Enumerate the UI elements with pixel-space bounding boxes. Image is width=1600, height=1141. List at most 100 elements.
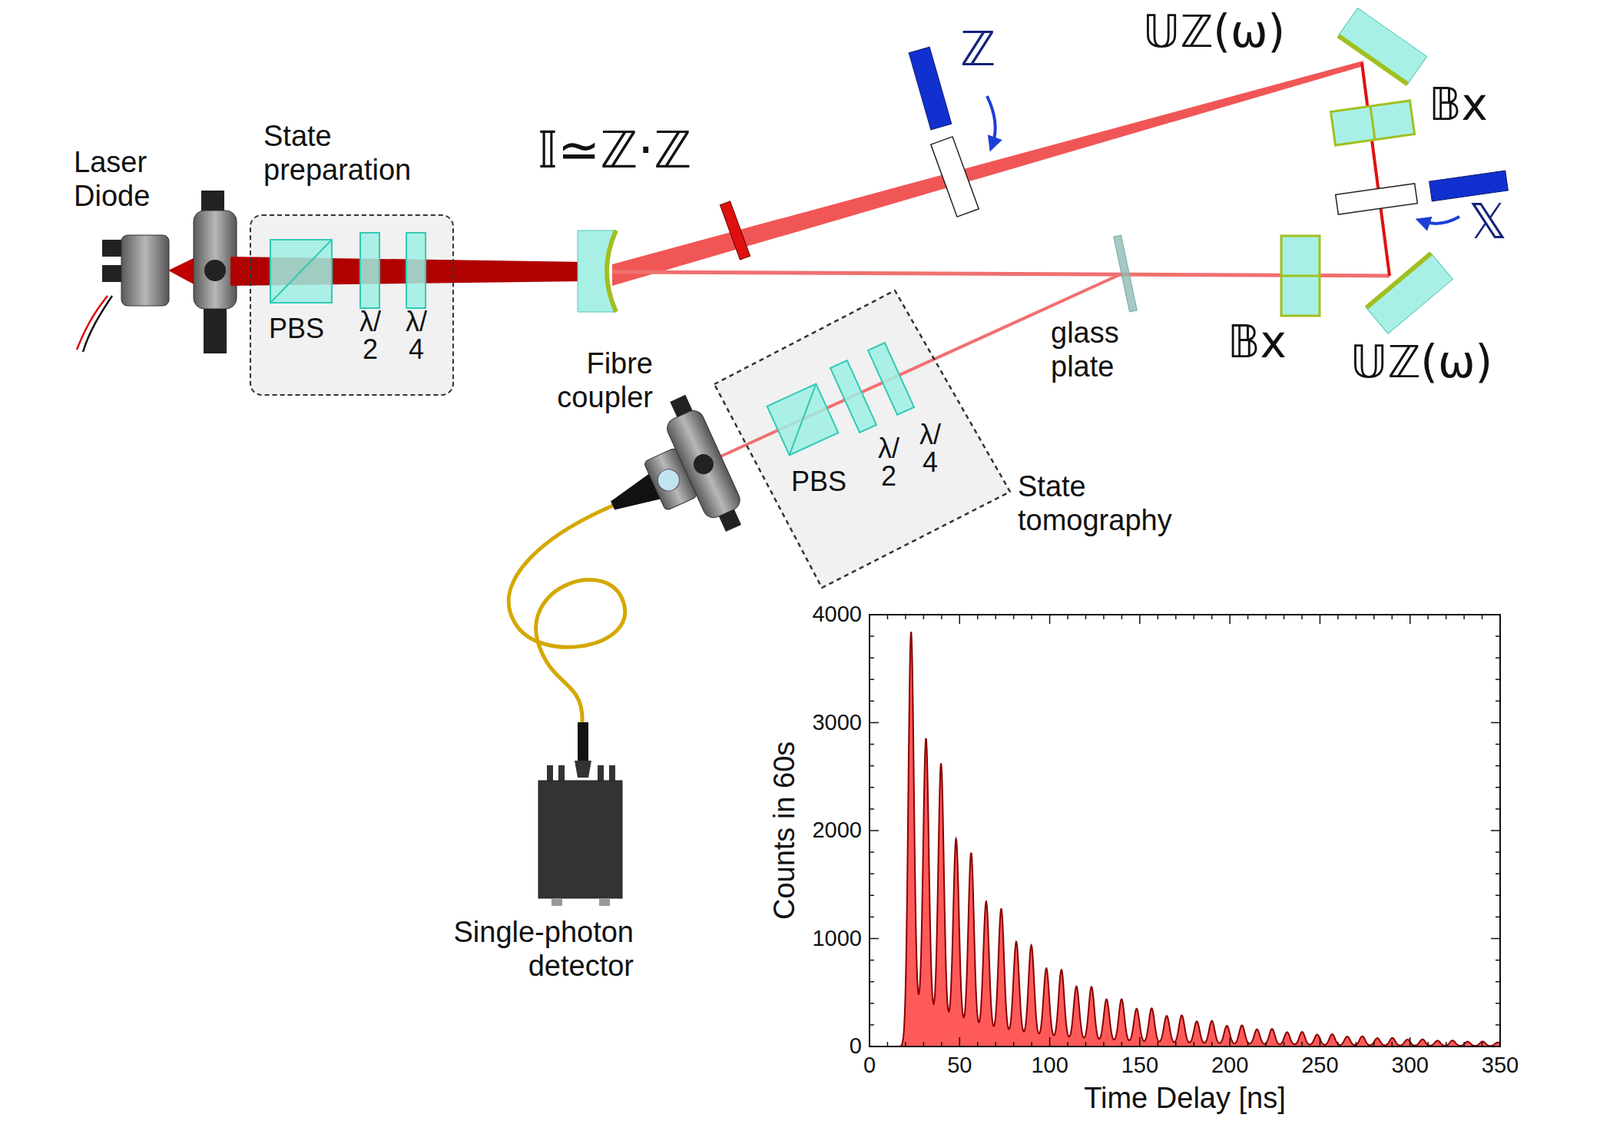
part-label: Laser Diode [73, 145, 197, 213]
mirror [1366, 253, 1454, 334]
pbs-label: PBS [791, 465, 847, 497]
glass-plate [1113, 235, 1138, 312]
drawing-part [1281, 274, 1320, 278]
part-label: Single-photon detector [395, 915, 634, 983]
drawing-part [869, 722, 879, 724]
drawing-part [663, 407, 744, 521]
waveplate [406, 232, 426, 309]
drawing-part [1490, 937, 1501, 940]
waveplate [867, 342, 915, 415]
pbs-label: PBS [268, 312, 325, 345]
drawing-part [1049, 614, 1051, 624]
mount [193, 210, 237, 309]
drawing-part [690, 450, 717, 478]
beam-lower [612, 271, 1390, 276]
y-axis-title: Counts in 60s [768, 741, 802, 920]
drawing-part [1228, 614, 1231, 624]
drawing-part [1338, 7, 1427, 84]
state-preparation-box: State preparationPBSλ/2λ/4 [249, 214, 454, 396]
beam-cone [168, 256, 197, 286]
count-curve [869, 631, 1501, 1047]
dashed-outline [714, 290, 1011, 588]
waveplate [830, 360, 877, 433]
x-tick-label: 150 [1121, 1052, 1159, 1078]
y-tick-label: 1000 [811, 925, 862, 951]
drawing-part [767, 384, 839, 456]
part-label: glass plate [1050, 316, 1151, 384]
y-tick-label: 2000 [811, 817, 862, 843]
insert-arrow [987, 96, 996, 145]
y-tick-label: 4000 [811, 601, 862, 627]
operator-label: 𝔹x [1227, 318, 1287, 368]
drawing-part [718, 509, 742, 532]
drawing-part [1409, 614, 1412, 624]
waveplate-label: λ/2 [355, 308, 385, 364]
x-tick-label: 350 [1481, 1052, 1519, 1078]
x-plate-slot [1335, 183, 1418, 215]
drawing-part [1490, 829, 1501, 832]
group-ground [249, 214, 454, 396]
z-plate [908, 46, 952, 130]
state-tomography-box: State tomographyPBSλ/2λ/4 [714, 290, 1011, 588]
drawing-part [1319, 1036, 1322, 1047]
drawing-part [1366, 253, 1432, 309]
z-plate-slot [930, 136, 979, 217]
x-tick-label: 200 [1211, 1052, 1249, 1078]
group-heading: State tomography [1017, 470, 1203, 537]
prep-optics [270, 232, 426, 309]
drawing-part [1490, 722, 1501, 724]
y-tick-label: 3000 [811, 709, 862, 736]
drawing-part [1409, 1036, 1412, 1047]
drawing-part [1049, 1036, 1051, 1047]
drawing-part [869, 937, 879, 940]
insert-arrow [1422, 216, 1460, 224]
drawing-part [1366, 253, 1454, 334]
laser-diode [76, 190, 237, 354]
operator-label: 𝕌ℤ(ω) [1350, 337, 1493, 388]
x-tick-label: 0 [863, 1052, 876, 1078]
drawing-part [597, 765, 604, 782]
histogram-chart [869, 614, 1501, 1047]
waveplate [360, 232, 380, 309]
x-tick-label: 50 [947, 1052, 972, 1078]
drawing-part [574, 760, 592, 778]
diode-can [121, 235, 169, 306]
part-label: Fibre coupler [519, 347, 653, 415]
drawing-part [1139, 614, 1141, 624]
x-axis-title: Time Delay [ns] [1083, 1081, 1286, 1116]
drawing-part [1228, 1036, 1231, 1047]
pbs-cube [270, 239, 332, 303]
drawing-part [869, 829, 879, 832]
drawing-part [609, 765, 616, 782]
mirror-coating [606, 230, 617, 312]
group-heading: State preparation [263, 119, 448, 187]
mount-hole [204, 259, 226, 282]
drawing-part [1139, 1036, 1141, 1047]
drawing-part [546, 765, 554, 782]
drawing-part [551, 897, 563, 906]
drawing-part [767, 384, 839, 456]
waveplate-label: λ/2 [874, 434, 904, 491]
operator-label: 𝔹x [1428, 80, 1488, 130]
plot-frame [869, 614, 1501, 1047]
drawing-part [959, 1036, 961, 1047]
curved-mirror [577, 230, 617, 312]
single-photon-detector [538, 722, 623, 906]
fibre [508, 505, 625, 723]
pbs-diagonal [270, 239, 332, 303]
drawing-part [1281, 235, 1320, 316]
gate-label: ℤ [960, 23, 996, 76]
z-plate [719, 201, 750, 260]
drawing-part [1338, 35, 1408, 84]
operator-label: 𝕌ℤ(ω) [1142, 7, 1286, 57]
axis-ticks [869, 614, 1501, 1047]
drawing-part [599, 897, 610, 906]
drawing-part [558, 765, 565, 782]
gate-label: 𝕏 [1468, 195, 1508, 249]
waveplate-label: λ/4 [401, 308, 431, 364]
x-tick-label: 250 [1301, 1052, 1339, 1078]
beam-upper [612, 60, 1364, 286]
count-area [869, 631, 1501, 1047]
